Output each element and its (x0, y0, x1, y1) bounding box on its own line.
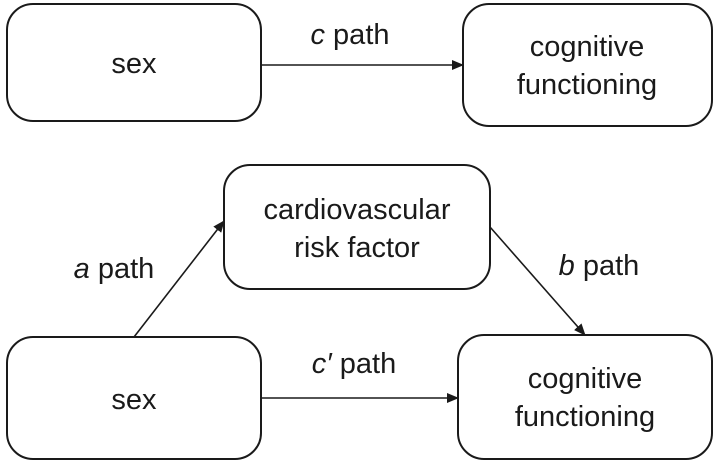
bottom-cognitive-node: cognitive functioning (457, 334, 713, 460)
bottom-sex-label: sex (111, 384, 157, 416)
top-cognitive-label-line2: functioning (517, 69, 657, 101)
c-prime-path-letter: c′ (312, 348, 334, 380)
mediator-label-line2: risk factor (294, 232, 420, 264)
top-sex-node: sex (6, 3, 262, 122)
c-prime-path-label: c′ path (312, 348, 396, 380)
a-path-arrow (133, 220, 225, 338)
a-path-label: a path (74, 253, 155, 285)
b-path-arrow (489, 226, 586, 336)
top-cognitive-label-line1: cognitive (530, 31, 644, 63)
top-sex-label: sex (111, 48, 157, 80)
c-path-letter: c (311, 19, 326, 51)
b-path-label: b path (559, 250, 640, 282)
c-path-label: c path (311, 19, 390, 51)
c-path-word: path (325, 19, 390, 51)
b-path-letter: b (559, 250, 575, 282)
a-path-word: path (90, 253, 155, 285)
mediation-model: cardiovascular risk factor sex cognitive… (6, 164, 713, 460)
a-path-letter: a (74, 253, 90, 285)
mediator-label-line1: cardiovascular (264, 194, 451, 226)
c-prime-path-word: path (332, 348, 397, 380)
total-effect-model: sex cognitive functioning c path (6, 3, 713, 127)
bottom-sex-node: sex (6, 336, 262, 460)
b-path-word: path (575, 250, 640, 282)
bottom-cognitive-label-line2: functioning (515, 401, 655, 433)
mediator-node: cardiovascular risk factor (223, 164, 491, 290)
bottom-cognitive-label-line1: cognitive (528, 363, 642, 395)
top-cognitive-node: cognitive functioning (462, 3, 713, 127)
